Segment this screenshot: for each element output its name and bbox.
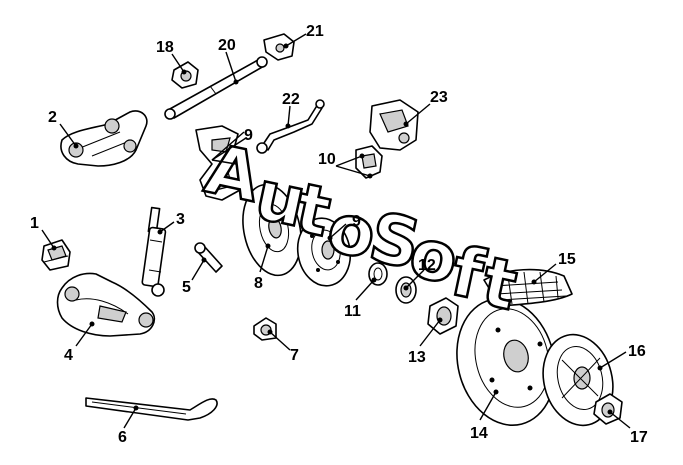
part-20-tie-rod bbox=[164, 56, 268, 120]
callout-label: 11 bbox=[344, 303, 361, 320]
callout-label: 14 bbox=[470, 425, 488, 442]
callout-label: 13 bbox=[408, 349, 426, 366]
callout-label: 9 bbox=[352, 213, 361, 230]
part-18-ball-joint bbox=[171, 61, 199, 89]
callout-label: 8 bbox=[254, 275, 263, 292]
callout-label: 10 bbox=[318, 151, 336, 168]
part-3-shock-absorber bbox=[141, 206, 167, 297]
part-15-tire bbox=[483, 268, 573, 307]
callout-label: 4 bbox=[64, 347, 73, 364]
part-9-steering-knuckle bbox=[195, 125, 247, 201]
part-5-link-bolt bbox=[194, 242, 223, 273]
part-8-brake-disc bbox=[242, 183, 302, 277]
callout-labels: 1 2 3 4 5 6 7 8 9 9 10 11 12 13 14 15 16… bbox=[30, 23, 648, 446]
part-22-brake-hose bbox=[256, 99, 325, 154]
part-23-brake-caliper bbox=[369, 99, 419, 151]
part-7-bushing bbox=[253, 317, 277, 341]
part-6-torsion-bar bbox=[85, 397, 218, 421]
callout-label: 9 bbox=[244, 127, 253, 144]
part-21-bracket bbox=[263, 33, 295, 61]
callout-label: 5 bbox=[182, 279, 191, 296]
part-2-upper-arm bbox=[60, 110, 148, 167]
callout-label: 18 bbox=[156, 39, 174, 56]
callout-label: 12 bbox=[418, 257, 436, 274]
callout-label: 7 bbox=[290, 347, 299, 364]
callout-label: 3 bbox=[176, 211, 185, 228]
callout-label: 15 bbox=[558, 251, 576, 268]
callout-label: 16 bbox=[628, 343, 646, 360]
part-4-lower-arm bbox=[56, 272, 156, 337]
callout-label: 17 bbox=[630, 429, 648, 446]
callout-label: 1 bbox=[30, 215, 39, 232]
leader-lines bbox=[41, 33, 631, 429]
callout-label: 23 bbox=[430, 89, 448, 106]
part-1-mount bbox=[41, 239, 71, 271]
part-9-wheel-hub bbox=[296, 217, 352, 287]
callout-label: 21 bbox=[306, 23, 324, 40]
callout-label: 6 bbox=[118, 429, 127, 446]
watermark: A u t o S o f t bbox=[198, 129, 525, 328]
callout-label: 20 bbox=[218, 37, 236, 54]
callout-label: 2 bbox=[48, 109, 57, 126]
part-14-wheel-rim bbox=[456, 298, 556, 426]
callout-label: 22 bbox=[282, 91, 300, 108]
